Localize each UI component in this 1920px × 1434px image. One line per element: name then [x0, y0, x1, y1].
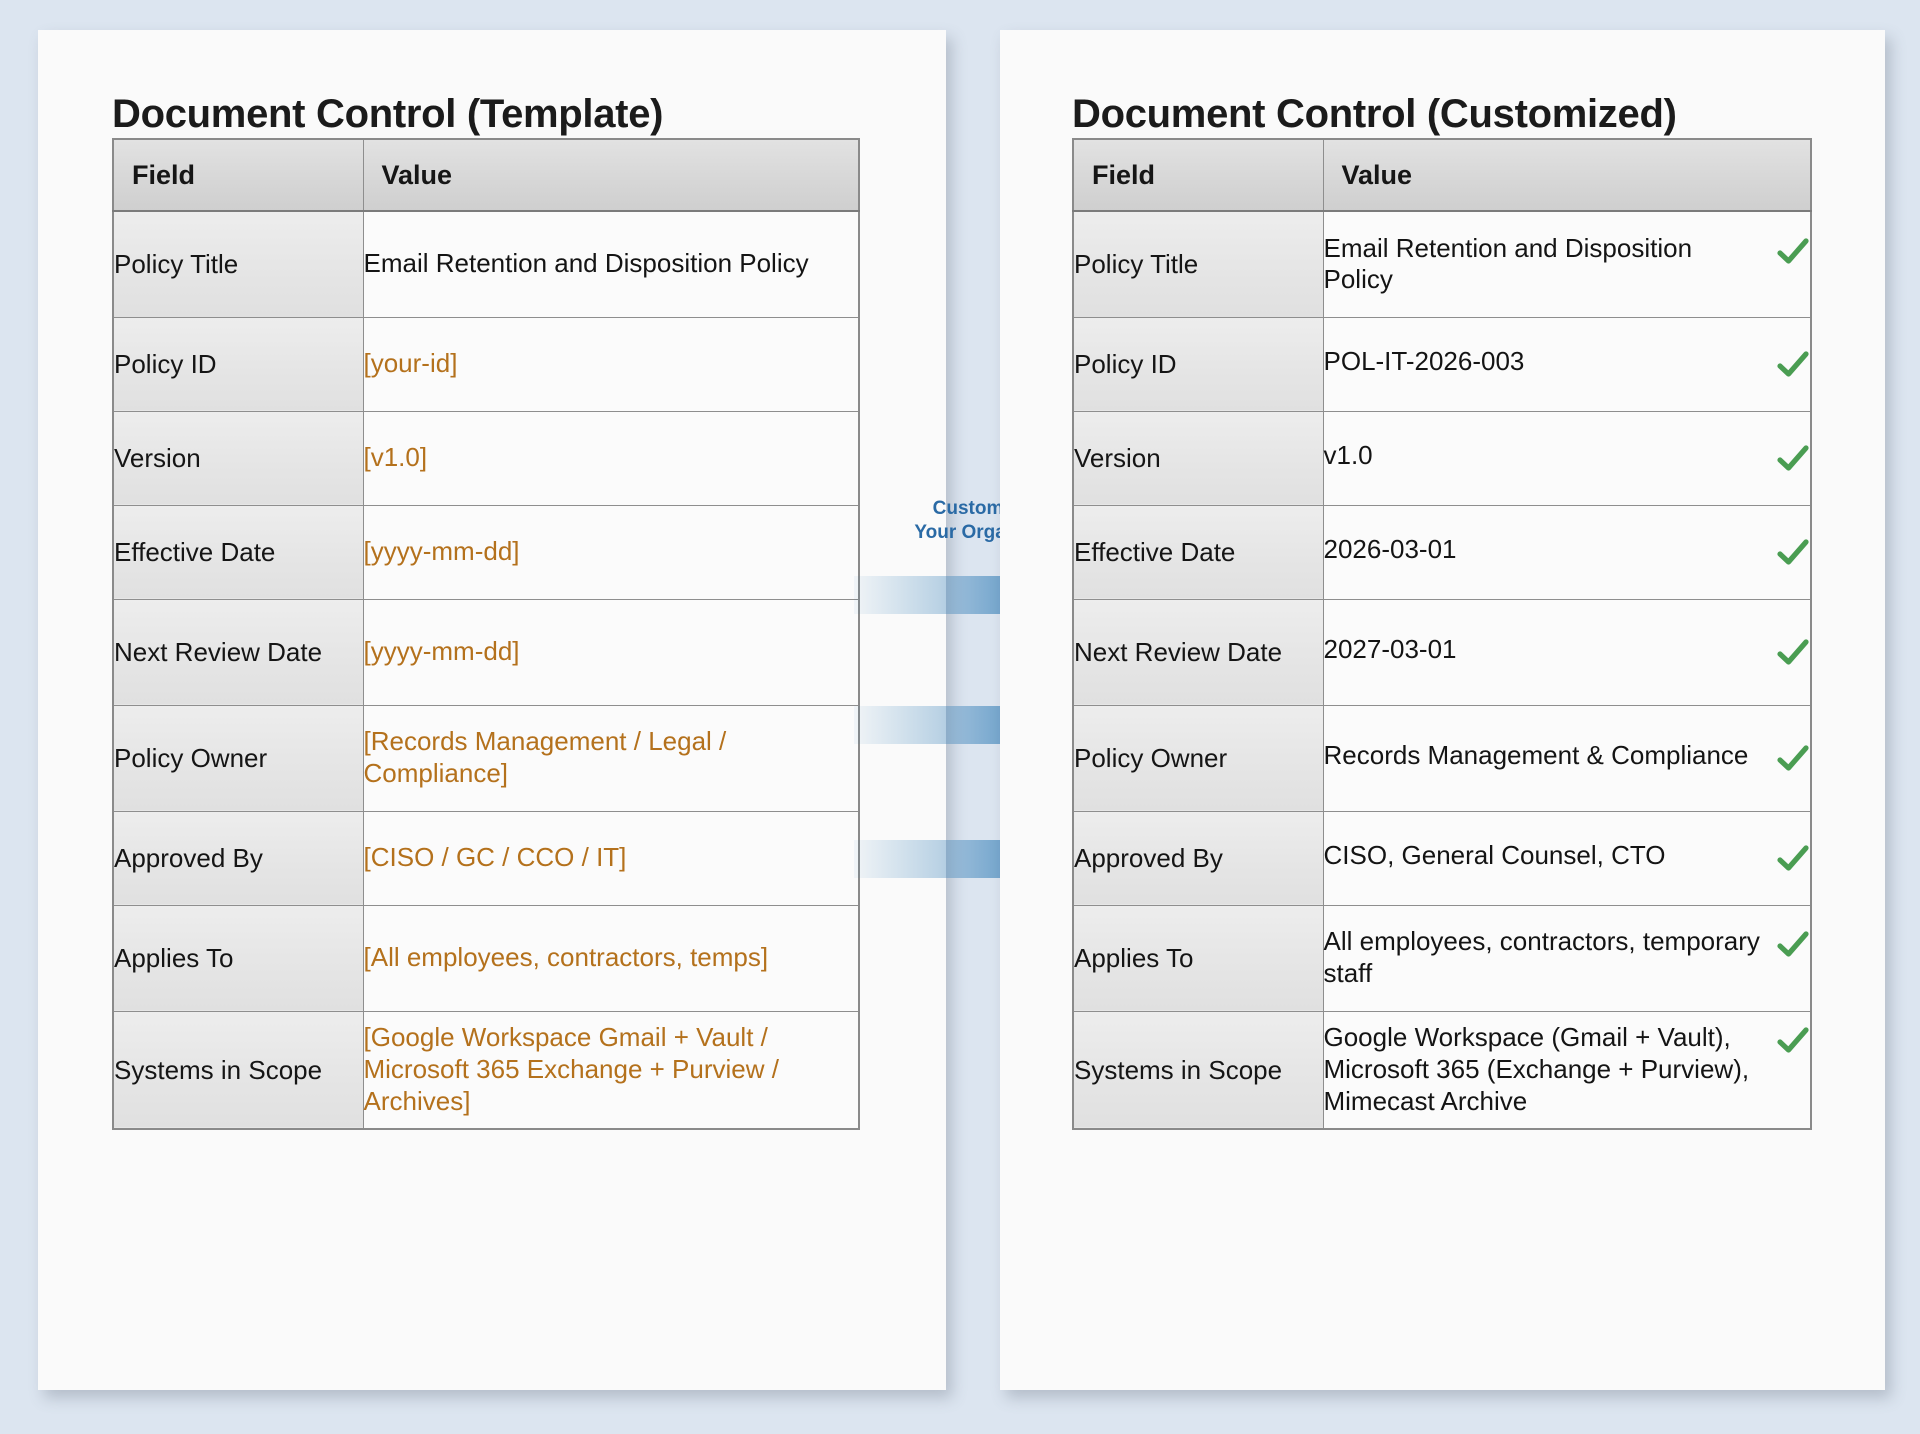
value-policy-id: [your-id] — [362, 316, 860, 412]
table-row: Applies To All employees, contractors, t… — [1072, 904, 1812, 1012]
table-row: Policy Owner [Records Management / Legal… — [112, 704, 860, 812]
customized-table-header-row: Field Value — [1072, 138, 1812, 212]
customized-col-field: Field — [1072, 138, 1324, 212]
table-row: Policy ID [your-id] — [112, 316, 860, 412]
table-row: Version v1.0 — [1072, 410, 1812, 506]
field-label-applies-to: Applies To — [1072, 904, 1324, 1012]
value-applies-to: All employees, contractors, temporary st… — [1322, 904, 1812, 1012]
field-label-policy-id: Policy ID — [112, 316, 364, 412]
value-next-review-date: [yyyy-mm-dd] — [362, 598, 860, 706]
value-text: CISO, General Counsel, CTO — [1323, 840, 1666, 870]
field-label-policy-owner: Policy Owner — [112, 704, 364, 812]
value-text: POL-IT-2026-003 — [1323, 346, 1525, 376]
template-table: Field Value Policy Title Email Retention… — [112, 138, 860, 1130]
table-row: Policy ID POL-IT-2026-003 — [1072, 316, 1812, 412]
value-policy-title: Email Retention and Disposition Policy — [1322, 210, 1812, 318]
check-icon — [1776, 536, 1810, 570]
check-icon — [1776, 235, 1810, 269]
value-next-review-date: 2027-03-01 — [1322, 598, 1812, 706]
template-card: Document Control (Template) Field Value … — [38, 30, 946, 1390]
customized-table-body: Policy Title Email Retention and Disposi… — [1072, 210, 1812, 1130]
table-row: Applies To [All employees, contractors, … — [112, 904, 860, 1012]
value-text: 2027-03-01 — [1323, 634, 1457, 664]
value-version: v1.0 — [1322, 410, 1812, 506]
value-policy-owner: Records Management & Compliance — [1322, 704, 1812, 812]
value-approved-by: [CISO / GC / CCO / IT] — [362, 810, 860, 906]
value-systems-in-scope: [Google Workspace Gmail + Vault / Micros… — [362, 1010, 860, 1130]
template-table-header-row: Field Value — [112, 138, 860, 212]
value-text: Records Management & Compliance — [1323, 740, 1749, 770]
table-row: Version [v1.0] — [112, 410, 860, 506]
value-systems-in-scope: Google Workspace (Gmail + Vault), Micros… — [1322, 1010, 1812, 1130]
check-icon — [1776, 928, 1810, 962]
template-panel-title: Document Control (Template) — [112, 92, 664, 136]
value-text: Email Retention and Disposition Policy — [1323, 232, 1693, 295]
customized-table: Field Value Policy Title Email Retention… — [1072, 138, 1812, 1130]
check-icon — [1776, 1024, 1810, 1058]
value-approved-by: CISO, General Counsel, CTO — [1322, 810, 1812, 906]
table-row: Policy Title Email Retention and Disposi… — [112, 210, 860, 318]
field-label-version: Version — [1072, 410, 1324, 506]
template-table-body: Policy Title Email Retention and Disposi… — [112, 210, 860, 1130]
value-text: All employees, contractors, temporary st… — [1323, 926, 1760, 988]
table-row: Approved By CISO, General Counsel, CTO — [1072, 810, 1812, 906]
check-icon — [1776, 348, 1810, 382]
field-label-applies-to: Applies To — [112, 904, 364, 1012]
customized-panel-title: Document Control (Customized) — [1072, 92, 1677, 136]
value-applies-to: [All employees, contractors, temps] — [362, 904, 860, 1012]
template-col-field: Field — [112, 138, 364, 212]
check-icon — [1776, 636, 1810, 670]
field-label-approved-by: Approved By — [112, 810, 364, 906]
customized-col-value: Value — [1322, 138, 1812, 212]
field-label-policy-owner: Policy Owner — [1072, 704, 1324, 812]
check-icon — [1776, 742, 1810, 776]
value-text: 2026-03-01 — [1323, 534, 1457, 564]
table-row: Effective Date [yyyy-mm-dd] — [112, 504, 860, 600]
value-policy-owner: [Records Management / Legal / Compliance… — [362, 704, 860, 812]
table-row: Next Review Date [yyyy-mm-dd] — [112, 598, 860, 706]
field-label-systems-in-scope: Systems in Scope — [112, 1010, 364, 1130]
field-label-next-review-date: Next Review Date — [1072, 598, 1324, 706]
field-label-systems-in-scope: Systems in Scope — [1072, 1010, 1324, 1130]
field-label-policy-title: Policy Title — [1072, 210, 1324, 318]
check-icon — [1776, 442, 1810, 476]
table-row: Systems in Scope Google Workspace (Gmail… — [1072, 1010, 1812, 1130]
table-row: Policy Title Email Retention and Disposi… — [1072, 210, 1812, 318]
value-policy-id: POL-IT-2026-003 — [1322, 316, 1812, 412]
value-effective-date: 2026-03-01 — [1322, 504, 1812, 600]
template-col-value: Value — [362, 138, 860, 212]
field-label-policy-title: Policy Title — [112, 210, 364, 318]
table-row: Effective Date 2026-03-01 — [1072, 504, 1812, 600]
table-row: Approved By [CISO / GC / CCO / IT] — [112, 810, 860, 906]
field-label-effective-date: Effective Date — [1072, 504, 1324, 600]
field-label-version: Version — [112, 410, 364, 506]
field-label-approved-by: Approved By — [1072, 810, 1324, 906]
table-row: Policy Owner Records Management & Compli… — [1072, 704, 1812, 812]
field-label-next-review-date: Next Review Date — [112, 598, 364, 706]
value-version: [v1.0] — [362, 410, 860, 506]
table-row: Systems in Scope [Google Workspace Gmail… — [112, 1010, 860, 1130]
customized-card: Document Control (Customized) Field Valu… — [1000, 30, 1885, 1390]
field-label-effective-date: Effective Date — [112, 504, 364, 600]
value-text: Google Workspace (Gmail + Vault), Micros… — [1323, 1022, 1750, 1116]
field-label-policy-id: Policy ID — [1072, 316, 1324, 412]
value-effective-date: [yyyy-mm-dd] — [362, 504, 860, 600]
value-text: v1.0 — [1323, 440, 1373, 470]
check-icon — [1776, 842, 1810, 876]
table-row: Next Review Date 2027-03-01 — [1072, 598, 1812, 706]
value-policy-title: Email Retention and Disposition Policy — [362, 210, 860, 318]
